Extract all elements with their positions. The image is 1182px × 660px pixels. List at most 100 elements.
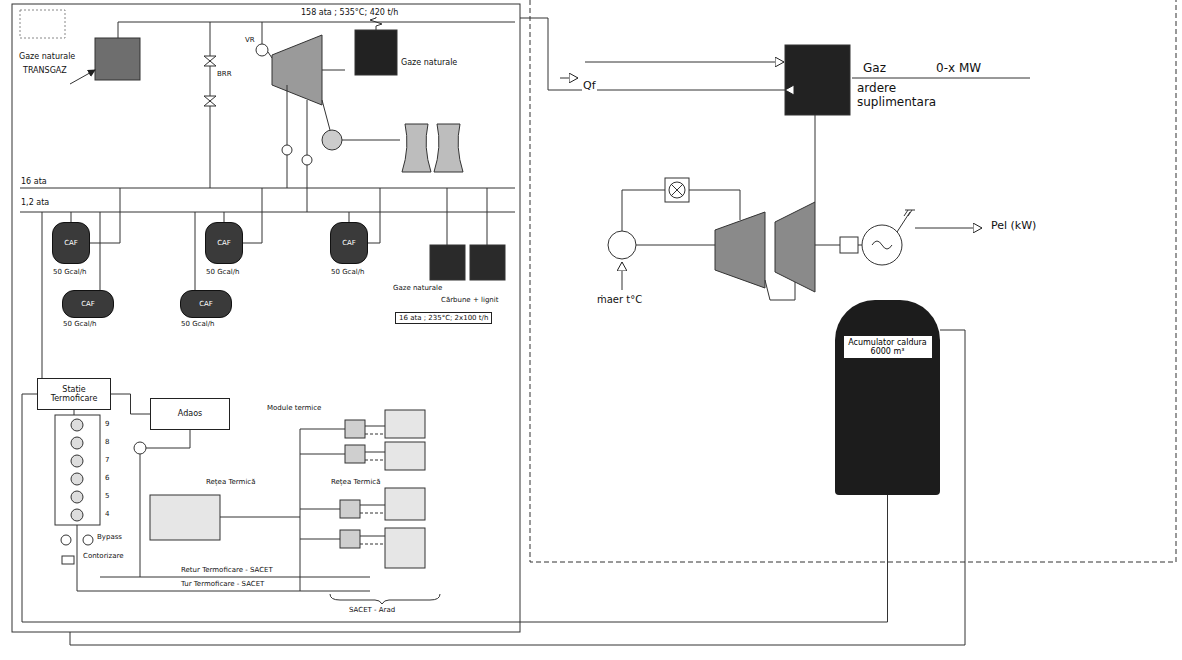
line-shape	[287, 85, 288, 188]
circle-shape	[61, 535, 71, 545]
boiler-symbol: CAF	[330, 222, 368, 264]
line-shape	[365, 434, 385, 435]
circle-shape	[669, 182, 685, 198]
node-text: CAF	[64, 239, 78, 247]
network-label: Rețea Termică	[330, 478, 381, 486]
pressure-label: 16 ata	[20, 177, 48, 186]
boiler-symbol: CAF	[62, 290, 114, 318]
fuel-label: Gaz	[862, 62, 887, 76]
line-shape	[636, 245, 715, 246]
line-shape	[380, 188, 381, 243]
boiler-symbol: CAF	[52, 222, 90, 264]
part-label: ardere suplimentara	[856, 82, 948, 110]
left-panel	[12, 4, 520, 632]
line-shape	[815, 245, 840, 246]
rect-shape	[840, 237, 858, 253]
line-shape	[360, 505, 385, 506]
line-shape	[365, 426, 385, 427]
fuel-label: Gaze naturale	[392, 284, 443, 292]
line-shape	[897, 212, 910, 232]
path-shape	[402, 124, 431, 172]
node-text: CAF	[342, 239, 356, 247]
line-shape	[70, 70, 95, 84]
boiler-symbol: CAF	[180, 290, 232, 318]
circle-shape	[608, 231, 636, 259]
circle-shape	[71, 491, 83, 503]
line-shape	[243, 243, 262, 244]
capacity-label: 50 Gcal/h	[330, 268, 365, 276]
line-shape	[262, 22, 263, 44]
line-shape	[220, 517, 300, 518]
line-shape	[262, 188, 263, 243]
gas-turbine-region	[70, 0, 1176, 645]
line-shape	[140, 454, 141, 577]
signal-label: Qf	[582, 80, 597, 93]
line-shape	[300, 539, 340, 540]
network-label: Rețea Termică	[205, 478, 256, 486]
line-shape	[852, 78, 1030, 79]
group-label: SACET - Arad	[348, 606, 396, 614]
polygon-shape	[204, 56, 216, 66]
line-shape	[100, 577, 370, 578]
polygon-shape	[204, 96, 216, 106]
rect-shape	[385, 528, 425, 568]
rect-shape	[470, 245, 505, 280]
line-shape	[365, 452, 385, 453]
part-label: Contorizare	[82, 552, 124, 560]
path-shape	[330, 594, 440, 604]
line-shape	[671, 184, 683, 196]
node-text: Adaos	[178, 409, 202, 418]
pipe-label: Tur Termoficare - SACET	[180, 580, 265, 588]
circle-shape	[83, 535, 93, 545]
line-shape	[904, 210, 908, 216]
capacity-label: 50 Gcal/h	[205, 268, 240, 276]
valve-label: BRR	[216, 70, 233, 78]
polyline-shape	[342, 140, 400, 141]
node-text: CAF	[199, 300, 213, 308]
line-shape	[360, 513, 385, 514]
rect-shape	[665, 178, 689, 202]
line-shape	[815, 115, 816, 202]
callout-number: 9	[104, 420, 110, 428]
valve-label: VR	[244, 36, 256, 44]
line-shape	[368, 243, 380, 244]
line-shape	[487, 188, 488, 245]
callout-number: 6	[104, 474, 110, 482]
line-shape	[300, 429, 345, 430]
path-shape	[434, 124, 463, 172]
callout-number: 4	[104, 510, 110, 518]
path-shape	[872, 241, 892, 249]
line-shape	[560, 78, 578, 79]
line-shape	[365, 460, 385, 461]
fuel-label: Gaze naturale	[400, 58, 458, 67]
rect-shape	[340, 530, 360, 548]
pipe-label: Retur Termoficare - SACET	[180, 566, 274, 574]
callout-number: 7	[104, 456, 110, 464]
circle-shape	[282, 145, 292, 155]
pressure-label: 1,2 ata	[20, 198, 50, 207]
boiler-symbol: CAF	[205, 222, 243, 264]
capacity-label: 50 Gcal/h	[52, 268, 87, 276]
line-shape	[20, 212, 515, 213]
power-label: 0-x MW	[935, 62, 982, 76]
rect-shape	[150, 495, 220, 540]
polyline-shape	[70, 330, 965, 645]
process-box: Adaos	[150, 398, 230, 430]
line-shape	[671, 184, 683, 196]
line-shape	[100, 591, 370, 592]
signal-label: ṁaer t°C	[596, 294, 643, 306]
line-shape	[322, 100, 330, 130]
capacity-label: 50 Gcal/h	[62, 320, 97, 328]
rect-shape	[62, 556, 74, 564]
polygon-shape	[272, 35, 322, 105]
line-shape	[622, 262, 623, 290]
line-shape	[300, 454, 345, 455]
polyline-shape	[622, 190, 665, 231]
circle-shape	[71, 437, 83, 449]
polyline-shape	[118, 22, 515, 38]
part-label: Module termice	[266, 404, 322, 412]
rect-shape	[345, 420, 365, 438]
